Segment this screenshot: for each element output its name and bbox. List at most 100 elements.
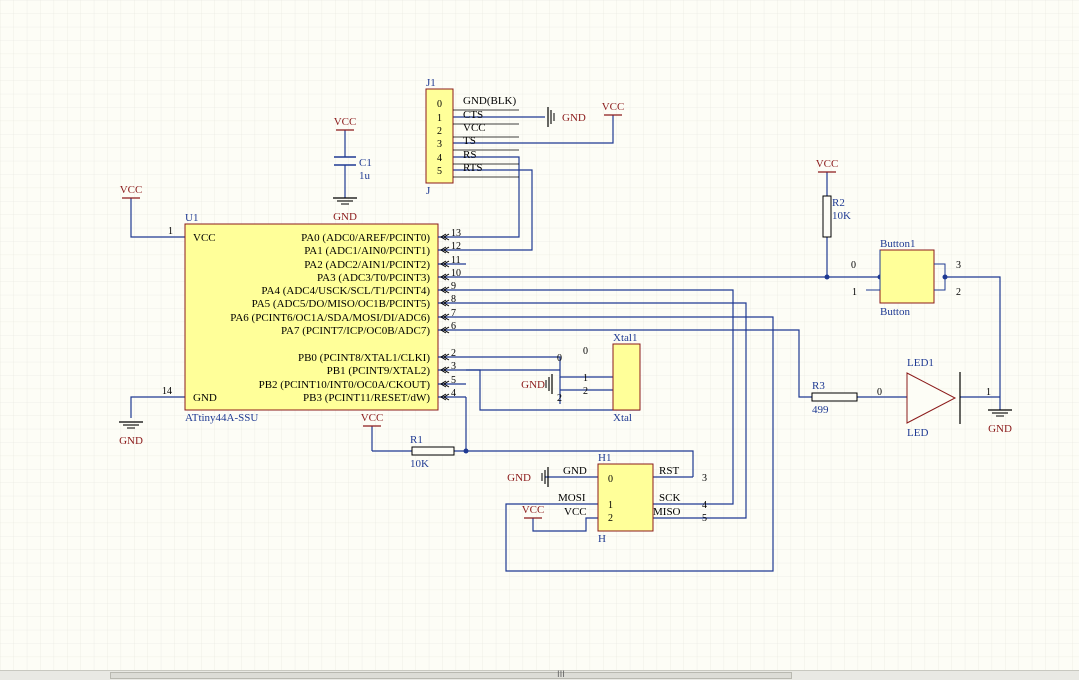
h1-label-vcc: VCC	[564, 506, 587, 518]
u1-body	[184, 223, 439, 411]
xtal1-pin1: 1	[583, 373, 588, 384]
gnd-label: GND	[521, 379, 545, 391]
scrollbar-grip-icon: III	[557, 670, 565, 680]
u1-gnd-label: GND	[193, 392, 217, 404]
wire-j1-vcc	[453, 115, 614, 144]
xtal1-component[interactable]: Xtal1 Xtal 0 1 2 0 2	[557, 332, 641, 424]
u1-pin-arrow-icon	[443, 260, 450, 268]
button1-pin0: 0	[851, 260, 856, 271]
c1-ref: C1	[359, 157, 372, 169]
j1-pin-number: 0	[437, 99, 442, 110]
led1-component[interactable]: LED1 LED 1	[906, 357, 991, 439]
u1-pin-arrow-icon	[440, 233, 447, 241]
r2-component[interactable]: R2 10K	[822, 195, 851, 238]
u1-pin-arrow-icon	[440, 326, 447, 334]
r2-ref: R2	[832, 197, 845, 209]
button1-pin1: 1	[852, 287, 857, 298]
u1-pin-number: 3	[451, 361, 456, 372]
u1-vcc-pin: 1	[168, 226, 173, 237]
wire-u1-vcc	[130, 198, 185, 238]
button1-body	[879, 249, 935, 304]
vcc-label: VCC	[816, 158, 839, 170]
r3-component[interactable]: R3 499 0	[811, 380, 882, 416]
xtal1-ref: Xtal1	[613, 332, 637, 344]
h1-pin1: 1	[608, 500, 613, 511]
r2-body	[822, 195, 832, 238]
u1-pin-arrow-icon	[440, 273, 447, 281]
u1-pin-name: PB0 (PCINT8/XTAL1/CLKI)	[298, 352, 430, 364]
u1-pin-arrow-icon	[443, 366, 450, 374]
u1-pin-arrow-icon	[440, 366, 447, 374]
wire-u1-gnd	[130, 396, 185, 418]
u1-pin-arrow-icon	[443, 353, 450, 361]
r2-value: 10K	[832, 210, 851, 222]
u1-pin-number: 12	[451, 241, 461, 252]
u1-pin-arrow-icon	[443, 313, 450, 321]
j1-signal-label: TS	[463, 135, 476, 147]
j1-signal-label: VCC	[463, 122, 486, 134]
vcc-label: VCC	[334, 116, 357, 128]
u1-pin-arrow-icon	[443, 326, 450, 334]
j1-pin-number: 5	[437, 166, 442, 177]
led1-part: LED	[907, 427, 928, 439]
u1-pin-number: 4	[451, 388, 456, 399]
u1-pin-arrow-icon	[440, 260, 447, 268]
button1-part: Button	[880, 306, 910, 318]
u1-pin-arrow-icon	[440, 286, 447, 294]
xtal-net-0: 0	[557, 353, 562, 364]
u1-pin-arrow-icon	[440, 393, 447, 401]
r3-value: 499	[812, 404, 829, 416]
wire-pa7-r3	[466, 329, 812, 398]
u1-pin-name: PA1 (ADC1/AIN0/PCINT1)	[304, 245, 430, 257]
h1-body	[597, 463, 654, 532]
u1-pin-name: PA5 (ADC5/DO/MISO/OC1B/PCINT5)	[252, 298, 431, 310]
u1-pin-name: PA2 (ADC2/AIN1/PCINT2)	[304, 259, 430, 271]
u1-pin-arrow-icon	[443, 233, 450, 241]
button1-component[interactable]: Button1 Button 0 1 3 2	[851, 238, 961, 318]
xtal1-body	[612, 343, 641, 411]
c1-component[interactable]: C1 1u	[334, 156, 372, 182]
led1-pin1: 1	[986, 387, 991, 398]
u1-pin-arrow-icon	[440, 353, 447, 361]
u1-pin-arrow-icon	[443, 299, 450, 307]
vcc-label: VCC	[361, 412, 384, 424]
u1-gnd-pin: 14	[162, 386, 172, 397]
u1-part: ATtiny44A-SSU	[185, 412, 258, 424]
u1-pin-arrow-icon	[443, 393, 450, 401]
vcc-label: VCC	[602, 101, 625, 113]
wire-pa5-miso	[466, 302, 747, 519]
u1-pin-number: 2	[451, 348, 456, 359]
wire-pa4-sck	[466, 289, 734, 505]
h1-num-4: 4	[702, 500, 707, 511]
r3-body	[811, 392, 858, 402]
h1-label-mosi: MOSI	[558, 492, 586, 504]
u1-pin-name: PA6 (PCINT6/OC1A/SDA/MOSI/DI/ADC6)	[230, 312, 430, 324]
led1-ref: LED1	[907, 357, 934, 369]
h1-label-gnd: GND	[563, 465, 587, 477]
gnd-label: GND	[333, 211, 357, 223]
r1-component[interactable]: R1 10K	[410, 434, 455, 470]
u1-pin-name: PA3 (ADC3/T0/PCINT3)	[317, 272, 430, 284]
u1-pin-arrow-icon	[440, 380, 447, 388]
u1-component[interactable]: U1 ATtiny44A-SSU VCC GND 1 14 PA0 (ADC0/…	[162, 212, 466, 424]
button1-pin3: 3	[956, 260, 961, 271]
scrollbar-thumb[interactable]: III	[110, 670, 792, 680]
wire-pa6-mosi	[466, 316, 774, 572]
gnd-label: GND	[507, 472, 531, 484]
h1-num-3: 3	[702, 473, 707, 484]
wire-j1-rs	[453, 156, 520, 238]
u1-pin-number: 6	[451, 321, 456, 332]
j1-signal-label: GND(BLK)	[463, 95, 516, 107]
u1-pin-number: 8	[451, 294, 456, 305]
xtal1-pin2: 2	[583, 386, 588, 397]
xtal1-part: Xtal	[613, 412, 632, 424]
u1-pin-name: PA7 (PCINT7/ICP/OC0B/ADC7)	[281, 325, 430, 337]
u1-pin-name: PA0 (ADC0/AREF/PCINT0)	[301, 232, 430, 244]
u1-pin-name: PB2 (PCINT10/INT0/OC0A/CKOUT)	[259, 379, 431, 391]
j1-pin-number: 3	[437, 139, 442, 150]
h1-pin0: 0	[608, 474, 613, 485]
h1-component[interactable]: H1 H 0 1 2 GND MOSI VCC RST SCK MISO 3 4…	[558, 452, 707, 545]
